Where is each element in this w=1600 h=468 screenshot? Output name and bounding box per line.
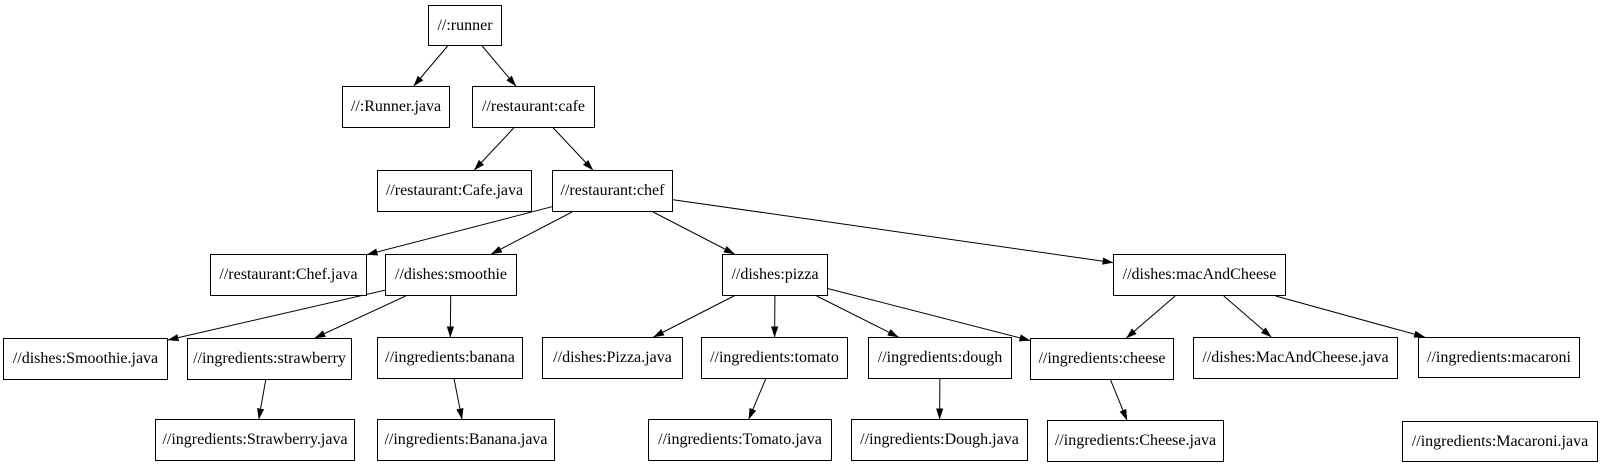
node-label: //restaurant:cafe (481, 98, 586, 115)
node-label: //restaurant:Chef.java (219, 266, 358, 283)
edge-macandcheese-to-macandcheese_java (1223, 295, 1272, 338)
node-cheese: //ingredients:cheese (1030, 338, 1174, 380)
node-macandcheese: //dishes:macAndCheese (1113, 254, 1286, 296)
node-banana: //ingredients:banana (377, 337, 523, 379)
node-label: //ingredients:macaroni (1427, 348, 1571, 366)
node-label: //:runner (437, 16, 493, 34)
node-label: //ingredients:Dough.java (860, 431, 1019, 448)
node-label: //dishes:pizza (731, 266, 819, 283)
node-label: //ingredients:dough (877, 349, 1003, 366)
edge-pizza-to-dough (816, 295, 899, 338)
node-label: //dishes:Smoothie.java (12, 350, 159, 367)
node-runner_java: //:Runner.java (342, 86, 450, 128)
node-macandcheese_java: //dishes:MacAndCheese.java (1193, 337, 1398, 379)
edge-chef-to-smoothie (490, 211, 573, 255)
node-label: //ingredients:Tomato.java (658, 431, 822, 448)
node-smoothie_java: //dishes:Smoothie.java (3, 338, 168, 380)
node-label: //ingredients:strawberry (193, 350, 346, 367)
edge-cafe-to-cafe_java (473, 127, 515, 171)
edge-macandcheese-to-cheese (1126, 295, 1176, 339)
edge-chef-to-chef_java (366, 206, 553, 256)
node-smoothie: //dishes:smoothie (385, 254, 517, 296)
node-runner: //:runner (428, 5, 502, 46)
edge-pizza-to-cheese (827, 288, 1031, 342)
node-chef: //restaurant:chef (552, 170, 673, 212)
edge-cafe-to-chef (552, 127, 594, 171)
edge-banana-to-banana_java (453, 378, 464, 420)
edge-chef-to-macandcheese (672, 199, 1114, 265)
edge-cheese-to-cheese_java (1110, 379, 1128, 421)
node-pizza_java: //dishes:Pizza.java (542, 337, 683, 379)
node-label: //dishes:MacAndCheese.java (1202, 349, 1389, 366)
node-cafe_java: //restaurant:Cafe.java (377, 170, 532, 212)
edge-tomato-to-tomato_java (748, 378, 767, 420)
node-macaroni: //ingredients:macaroni (1418, 337, 1580, 378)
node-label: //:Runner.java (350, 98, 442, 115)
edge-macandcheese-to-macaroni (1275, 295, 1426, 338)
node-label: //restaurant:Cafe.java (385, 182, 524, 199)
node-tomato: //ingredients:tomato (701, 337, 848, 379)
node-tomato_java: //ingredients:Tomato.java (648, 419, 832, 461)
node-dough_java: //ingredients:Dough.java (851, 419, 1028, 461)
node-label: //ingredients:cheese (1038, 350, 1166, 367)
edge-chef-to-pizza (652, 211, 735, 255)
node-label: //ingredients:Banana.java (384, 431, 548, 448)
edge-smoothie-to-smoothie_java (167, 289, 386, 342)
edge-strawberry-to-strawberry_java (257, 379, 267, 420)
node-label: //ingredients:banana (385, 349, 515, 366)
node-label: //ingredients:Macaroni.java (1411, 432, 1589, 450)
node-strawberry_java: //ingredients:Strawberry.java (155, 419, 355, 461)
node-cafe: //restaurant:cafe (472, 86, 595, 128)
node-label: //ingredients:Strawberry.java (162, 431, 348, 448)
node-cheese_java: //ingredients:Cheese.java (1047, 420, 1224, 462)
node-macaroni_java: //ingredients:Macaroni.java (1402, 421, 1598, 462)
node-dough: //ingredients:dough (868, 337, 1012, 379)
node-pizza: //dishes:pizza (722, 254, 828, 296)
edge-runner-to-cafe (481, 45, 517, 87)
edge-runner-to-runner_java (413, 45, 448, 87)
node-label: //dishes:Pizza.java (553, 349, 672, 366)
node-chef_java: //restaurant:Chef.java (210, 254, 367, 296)
node-label: //dishes:macAndCheese (1122, 266, 1277, 283)
edge-pizza-to-pizza_java (653, 295, 735, 338)
node-strawberry: //ingredients:strawberry (187, 338, 352, 380)
node-label: //restaurant:chef (560, 182, 665, 199)
edge-smoothie-to-strawberry (314, 295, 406, 339)
node-label: //dishes:smoothie (395, 266, 507, 283)
node-banana_java: //ingredients:Banana.java (377, 419, 555, 461)
node-label: //ingredients:Cheese.java (1054, 432, 1217, 449)
node-label: //ingredients:tomato (710, 349, 839, 366)
